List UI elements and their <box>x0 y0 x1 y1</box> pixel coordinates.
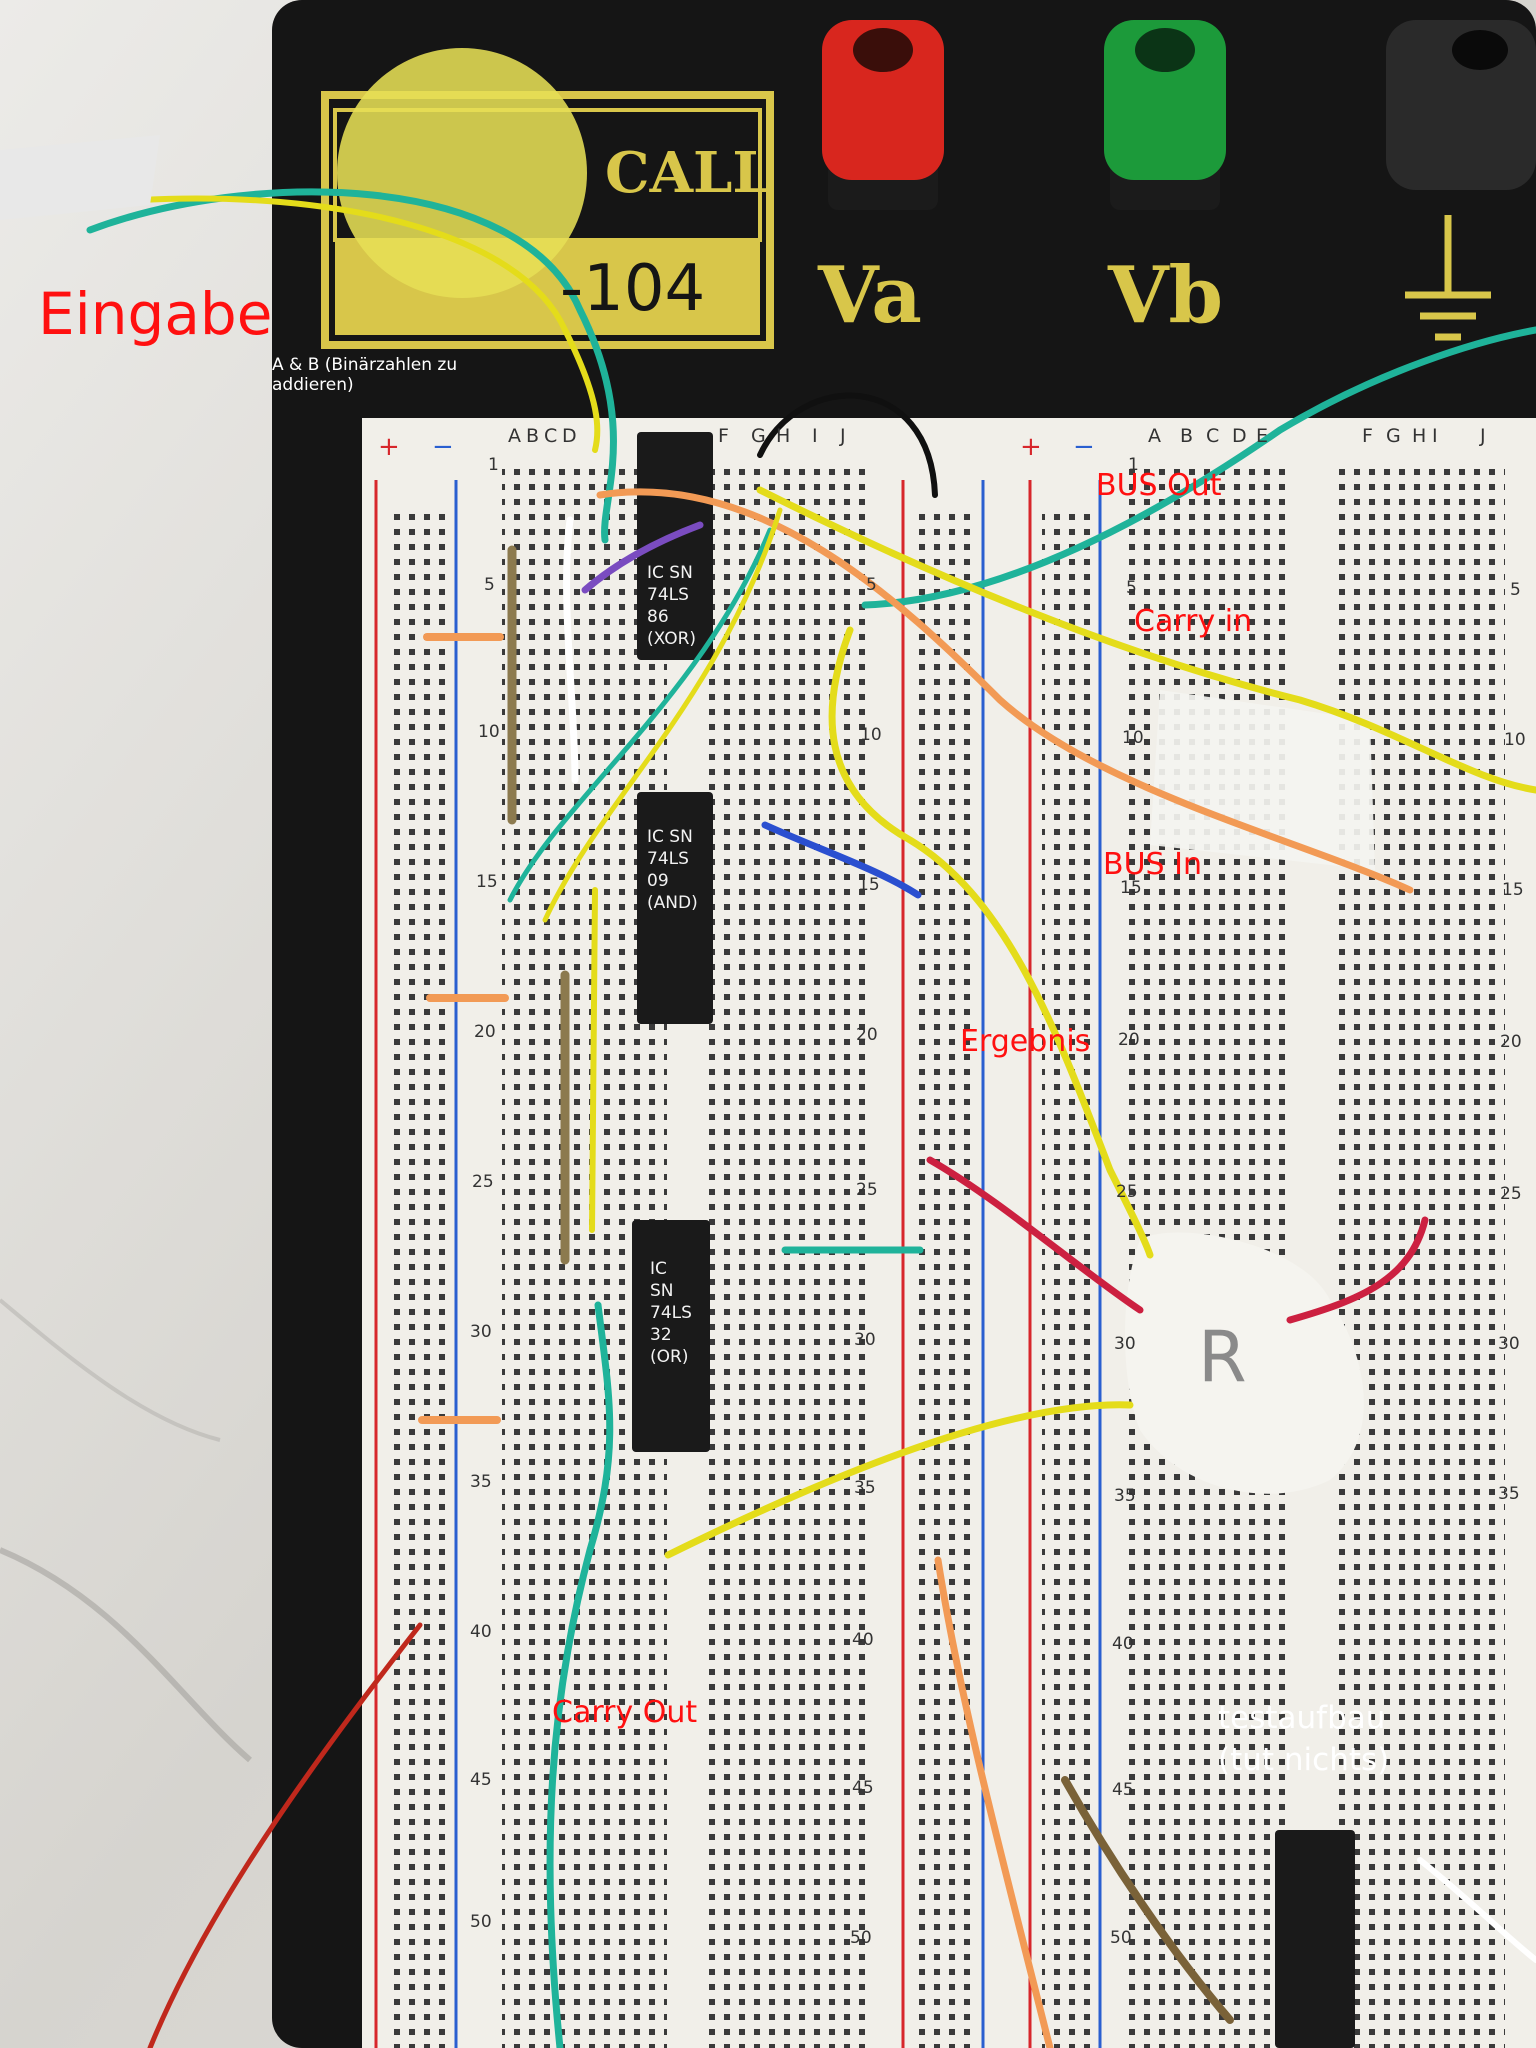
sticker-circle <box>337 48 587 298</box>
wire-yellow-ergebnis <box>828 626 1154 1259</box>
rail-plus-left: + <box>378 432 400 462</box>
chip-label-or: IC SN 74LS 32 (OR) <box>650 1259 692 1367</box>
brand-text: CALL <box>605 140 772 206</box>
chip-and <box>637 792 713 1024</box>
wire-brown-bottom <box>1061 1776 1234 2024</box>
model-text: -104 <box>560 252 706 326</box>
breadboard-left <box>362 418 1001 2048</box>
wire-teal-carry-out <box>546 1301 614 2048</box>
post-black <box>1386 20 1536 190</box>
annotation-carry-in: Carry in <box>1134 604 1253 639</box>
wire-blue <box>761 821 922 899</box>
chip-test <box>1275 1830 1355 2048</box>
chip-or <box>632 1220 710 1452</box>
annotation-eingabe: Eingabe <box>38 280 273 348</box>
wire-teal-bus-out <box>861 326 1536 609</box>
paper-note-top <box>1150 690 1375 870</box>
wire-orange-bottom <box>934 1556 1054 2048</box>
note-letter: R <box>1198 1316 1247 1398</box>
rail-plus-right: + <box>1020 432 1042 462</box>
wire-yellow-bottom <box>664 1401 1134 1559</box>
wire-yellow-input <box>137 195 601 453</box>
annotation-carry-out: Carry Out <box>552 1695 698 1730</box>
wire-orange-bus-in <box>596 488 1414 894</box>
wire-yellow-rows <box>542 507 783 923</box>
chip-label-and: IC SN 74LS 09 (AND) <box>647 827 698 913</box>
post-green <box>1104 20 1226 210</box>
wire-yellow-carry-in <box>756 486 1536 794</box>
post-label-va: Va <box>818 250 922 341</box>
wire-teal-rows <box>507 527 773 903</box>
wire-black-jumper <box>757 392 938 498</box>
annotation-eingabe-sub: A & B (Binärzahlen zu addieren) <box>272 355 458 395</box>
annotation-testaufbau: testaufbau (tut nichts) <box>1218 1700 1390 1778</box>
wire-red-bottom-left <box>147 1622 423 2048</box>
wire-yellow-vert <box>589 887 598 1233</box>
wire-purple <box>581 521 704 594</box>
wire-red-resistor <box>926 1156 1429 1324</box>
wire-white <box>563 516 579 784</box>
ground-icon <box>1405 215 1491 341</box>
chip-label-xor: IC SN 74LS 86 (XOR) <box>647 563 697 649</box>
wire-white-bottom-right <box>1417 1857 1536 1963</box>
post-red <box>822 20 944 210</box>
rail-minus-right: − <box>1073 432 1095 462</box>
paper-note-r <box>1125 1232 1364 1494</box>
annotation-bus-out: BUS Out <box>1096 468 1222 503</box>
wire-white-stub <box>0 135 160 220</box>
post-label-vb: Vb <box>1108 250 1224 341</box>
annotation-ergebnis: Ergebnis <box>960 1024 1091 1059</box>
rail-minus-left: − <box>432 432 454 462</box>
annotation-bus-in: BUS In <box>1103 847 1202 882</box>
